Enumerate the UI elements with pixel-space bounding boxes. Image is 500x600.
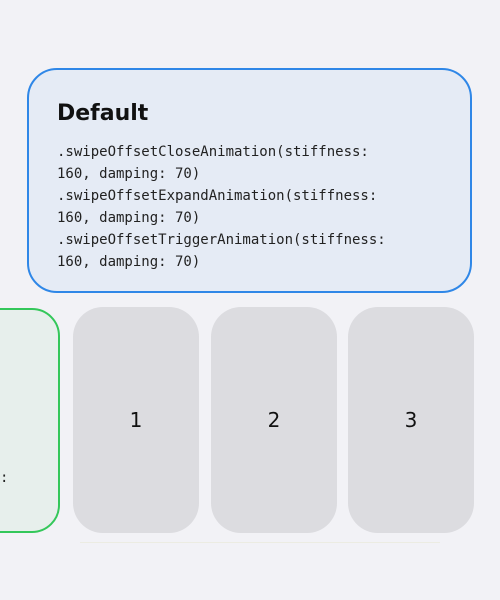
tile-label: 3	[404, 408, 418, 432]
code-line-trigger: .swipeOffsetTriggerAnimation(stiffness:	[57, 232, 386, 248]
swipe-tile-2[interactable]: 2	[211, 307, 337, 533]
code-line-close: .swipeOffsetCloseAnimation(stiffness:	[57, 144, 369, 160]
code-line-expand: .swipeOffsetExpandAnimation(stiffness:	[57, 188, 378, 204]
offscreen-option-card[interactable]: :	[0, 308, 60, 533]
divider	[80, 542, 440, 543]
default-animation-card[interactable]: Default .swipeOffsetCloseAnimation(stiff…	[27, 68, 472, 293]
code-line-expand-params: 160, damping: 70)	[57, 210, 201, 226]
swipe-tile-1[interactable]: 1	[73, 307, 199, 533]
tile-label: 1	[129, 408, 143, 432]
tile-label: 2	[267, 408, 281, 432]
swipe-tile-3[interactable]: 3	[348, 307, 474, 533]
card-title: Default	[57, 101, 149, 126]
card-partial-text: :	[0, 470, 9, 486]
code-line-close-params: 160, damping: 70)	[57, 166, 201, 182]
code-line-trigger-params: 160, damping: 70)	[57, 254, 201, 270]
